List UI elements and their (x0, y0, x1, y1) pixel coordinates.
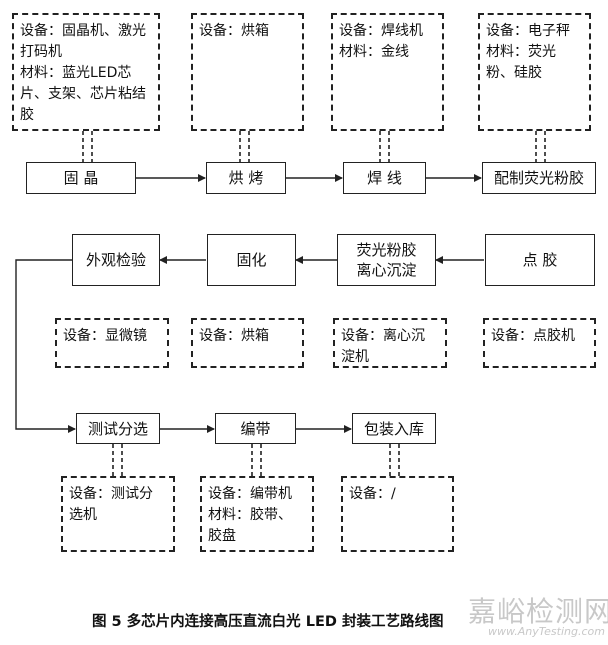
equip-box-oven: 设备：烘箱 (191, 318, 304, 368)
step-wire-bond: 焊 线 (343, 162, 426, 194)
watermark-cn: 嘉峪检测网 (468, 595, 608, 628)
equip-box-microscope: 设备：显微镜 (55, 318, 169, 368)
equip-box-taping-machine: 设备：编带机 材料：胶带、 胶盘 (200, 476, 314, 552)
step-visual-inspection: 外观检验 (72, 234, 160, 286)
equip-box-phosphor-mix: 设备：电子秤 材料：荧光 粉、硅胶 (478, 13, 591, 131)
step-curing: 固化 (207, 234, 296, 286)
step-dispensing: 点 胶 (485, 234, 595, 286)
equip-box-die-bond: 设备：固晶机、激光 打码机 材料：蓝光LED芯 片、支架、芯片粘结胶 (12, 13, 160, 131)
step-test-sort: 测试分选 (76, 413, 160, 444)
step-taping: 编带 (215, 413, 296, 444)
equip-box-bake: 设备：烘箱 (191, 13, 304, 131)
figure-caption: 图 5 多芯片内连接高压直流白光 LED 封装工艺路线图 (92, 614, 444, 630)
equip-box-centrifuge: 设备：离心沉 淀机 (333, 318, 447, 368)
watermark-en: www.AnyTesting.com (488, 625, 605, 638)
step-phosphor-mix: 配制荧光粉胶 (482, 162, 596, 194)
equip-box-packing: 设备：/ (341, 476, 454, 552)
step-die-bond: 固 晶 (26, 162, 136, 194)
equip-box-dispenser: 设备：点胶机 (483, 318, 596, 368)
equip-box-tester-sorter: 设备：测试分 选机 (61, 476, 175, 552)
equip-box-wire-bond: 设备：焊线机 材料：金线 (331, 13, 444, 131)
step-pack-store: 包装入库 (352, 413, 436, 444)
step-centrifugal-settling: 荧光粉胶 离心沉淀 (337, 234, 436, 286)
step-bake: 烘 烤 (206, 162, 286, 194)
